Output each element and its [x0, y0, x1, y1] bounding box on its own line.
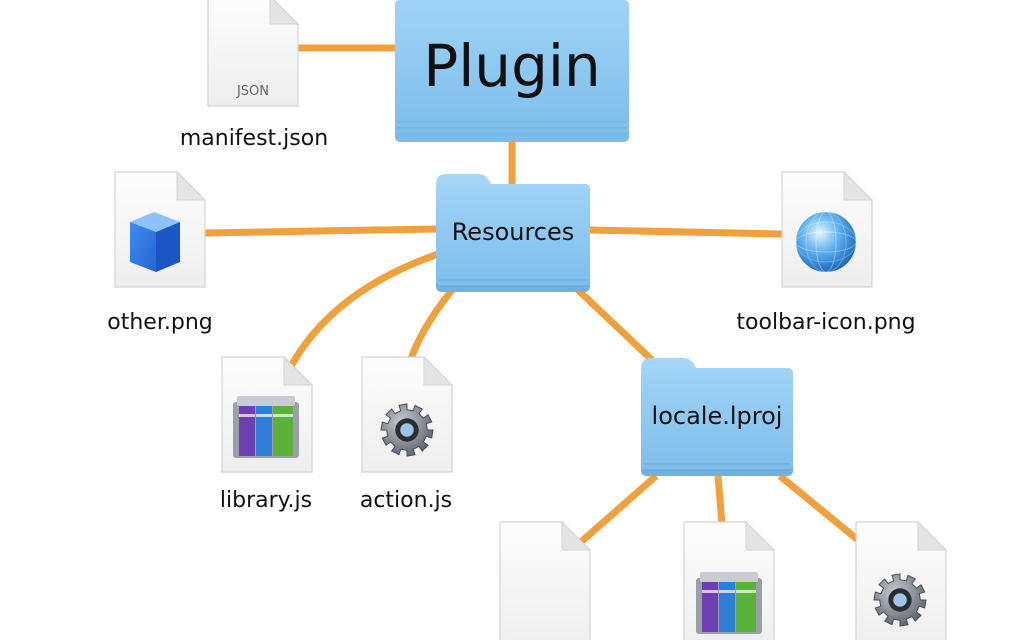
manifest-json-file[interactable]: JSON manifest.json — [180, 0, 328, 151]
library-js-label: library.js — [220, 488, 312, 513]
gear-hole — [400, 423, 414, 437]
connector-locale-library — [714, 475, 726, 525]
action-js-file[interactable]: action.js — [360, 355, 454, 513]
connector-other-resources — [204, 225, 437, 237]
resources-folder[interactable]: Resources — [436, 174, 590, 292]
resources-folder-label: Resources — [452, 218, 575, 246]
books-icon — [696, 572, 762, 634]
other-png-label: other.png — [107, 310, 212, 335]
gear-icon — [873, 573, 927, 627]
books-icon — [233, 396, 299, 458]
blue-sphere-icon — [795, 211, 857, 273]
locale-action-file[interactable] — [855, 520, 948, 640]
manifest-json-label: manifest.json — [180, 126, 328, 151]
toolbar-icon-png-label: toolbar-icon.png — [736, 310, 915, 335]
plugin-folder-label: Plugin — [423, 32, 601, 100]
connector-resources-toolbar — [589, 226, 783, 238]
connector-resources-locale — [575, 287, 655, 363]
connector-locale-blank — [571, 473, 659, 551]
blue-cube-icon — [130, 212, 180, 272]
locale-library-file[interactable] — [683, 520, 776, 640]
plugin-folder[interactable]: Plugin — [395, 0, 629, 142]
connectors — [204, 44, 861, 551]
toolbar-icon-png-file[interactable]: toolbar-icon.png — [736, 170, 916, 335]
locale-blank-file[interactable] — [499, 520, 592, 640]
json-file-icon: JSON — [236, 84, 269, 99]
other-png-file[interactable]: other.png — [107, 170, 213, 335]
library-js-file[interactable]: library.js — [220, 355, 314, 513]
connector-locale-action — [777, 473, 861, 543]
connector-resources-library — [284, 248, 446, 374]
locale-folder[interactable]: locale.lproj — [641, 358, 793, 476]
gear-hole — [893, 593, 907, 607]
connector-resources-action — [406, 287, 455, 364]
gear-icon — [380, 403, 434, 457]
action-js-label: action.js — [360, 488, 452, 513]
locale-folder-label: locale.lproj — [652, 402, 783, 430]
